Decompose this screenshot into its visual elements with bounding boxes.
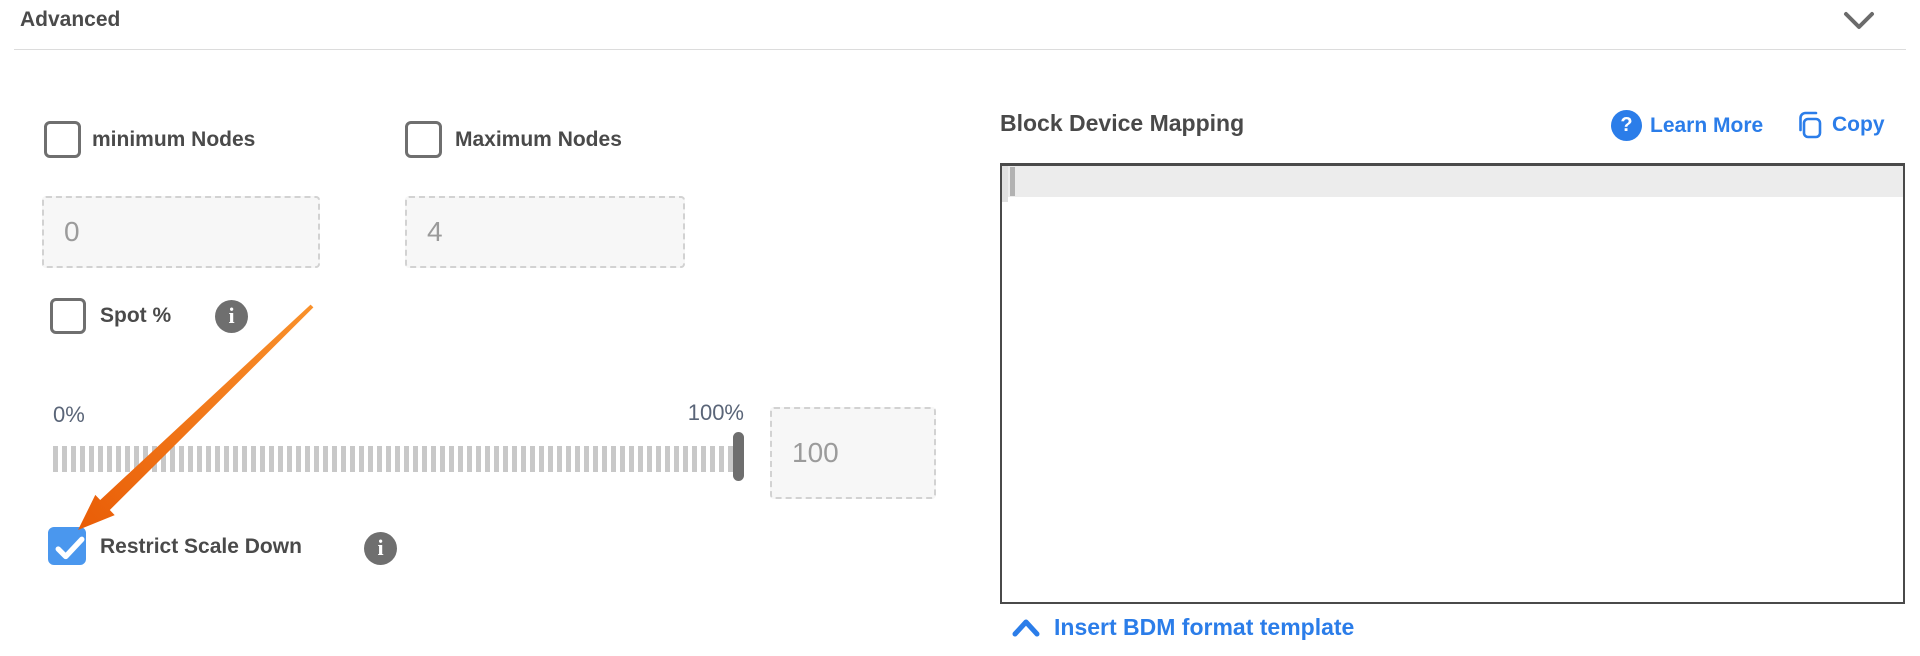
restrict-scale-down-checkbox[interactable]: [48, 527, 86, 565]
editor-gutter: [1002, 166, 1008, 202]
insert-bdm-template-label: Insert BDM format template: [1054, 614, 1355, 640]
bdm-title: Block Device Mapping: [1000, 110, 1245, 136]
editor-cursor: [1010, 167, 1015, 196]
minimum-nodes-label: minimum Nodes: [92, 128, 256, 151]
restrict-info-icon[interactable]: i: [364, 532, 397, 565]
slider-max-label: 100%: [687, 400, 744, 425]
help-icon: ?: [1611, 110, 1642, 141]
minimum-nodes-input[interactable]: [42, 196, 320, 268]
slider-min-label: 0%: [53, 402, 85, 427]
restrict-scale-down-label: Restrict Scale Down: [100, 535, 302, 558]
maximum-nodes-label: Maximum Nodes: [455, 128, 622, 151]
copy-button[interactable]: Copy: [1796, 110, 1885, 140]
minimum-nodes-checkbox[interactable]: [44, 121, 81, 158]
spot-percent-checkbox[interactable]: [50, 298, 86, 334]
copy-icon: [1799, 111, 1822, 139]
insert-bdm-template-link[interactable]: Insert BDM format template: [1012, 614, 1354, 641]
maximum-nodes-input[interactable]: [405, 196, 685, 268]
editor-active-line: [1002, 166, 1903, 197]
spot-slider-track[interactable]: [53, 446, 741, 472]
learn-more-label: Learn More: [1650, 113, 1764, 137]
section-divider: [14, 49, 1906, 50]
copy-label: Copy: [1832, 113, 1885, 136]
spot-slider-handle[interactable]: [733, 432, 744, 481]
chevron-down-icon[interactable]: [1843, 10, 1875, 32]
spot-percent-label: Spot %: [100, 304, 172, 327]
bdm-editor[interactable]: [1000, 163, 1905, 604]
maximum-nodes-checkbox[interactable]: [405, 121, 442, 158]
spot-info-icon[interactable]: i: [215, 300, 248, 333]
learn-more-link[interactable]: ? Learn More: [1611, 110, 1763, 141]
checkmark-icon: [55, 536, 85, 560]
chevron-up-icon: [1012, 619, 1040, 636]
section-title: Advanced: [20, 8, 121, 31]
spot-percent-value-input[interactable]: [770, 407, 936, 499]
